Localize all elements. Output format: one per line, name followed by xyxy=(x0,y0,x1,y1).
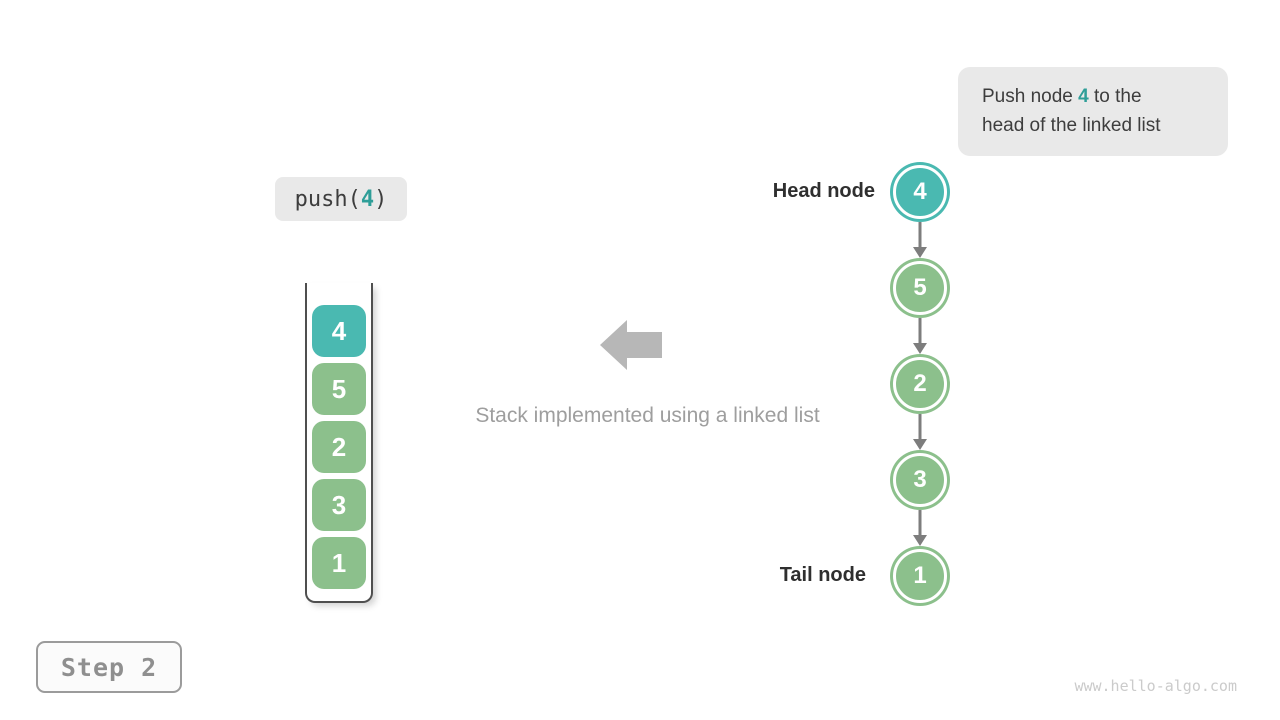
instruction-value: 4 xyxy=(1078,86,1089,107)
down-arrow-icon xyxy=(910,318,930,354)
operation-suffix: ) xyxy=(374,186,388,212)
head-node-label: Head node xyxy=(772,180,875,202)
linked-list-node: 5 xyxy=(893,261,947,315)
linked-list: 4 5 2 3 1 xyxy=(890,162,950,606)
stack-container: 4 5 2 3 1 xyxy=(305,283,373,603)
down-arrow-icon xyxy=(910,222,930,258)
stack-item: 5 xyxy=(312,363,366,415)
down-arrow-icon xyxy=(910,510,930,546)
stack-item: 3 xyxy=(312,479,366,531)
down-arrow-icon xyxy=(910,414,930,450)
stack-item: 4 xyxy=(312,305,366,357)
tail-node-label: Tail node xyxy=(779,564,866,586)
instruction-callout: Push node 4 to the head of the linked li… xyxy=(958,67,1228,156)
stack-caption: Stack implemented using a linked list xyxy=(475,404,820,427)
linked-list-node: 1 xyxy=(893,549,947,603)
stack-item: 1 xyxy=(312,537,366,589)
push-operation-label: push(4) xyxy=(275,177,407,221)
site-watermark: www.hello-algo.com xyxy=(1074,677,1237,695)
left-block-arrow-icon xyxy=(600,320,662,370)
instruction-text-prefix: Push node xyxy=(982,86,1079,107)
step-badge: Step 2 xyxy=(36,641,182,693)
operation-prefix: push( xyxy=(294,186,361,212)
operation-value: 4 xyxy=(360,186,375,212)
linked-list-node: 3 xyxy=(893,453,947,507)
instruction-text-suffix: to the xyxy=(1088,86,1142,107)
instruction-text-line2: head of the linked list xyxy=(982,115,1161,136)
linked-list-node: 2 xyxy=(893,357,947,411)
linked-list-node: 4 xyxy=(893,165,947,219)
stack-item: 2 xyxy=(312,421,366,473)
left-block-arrow-shape xyxy=(600,320,662,370)
